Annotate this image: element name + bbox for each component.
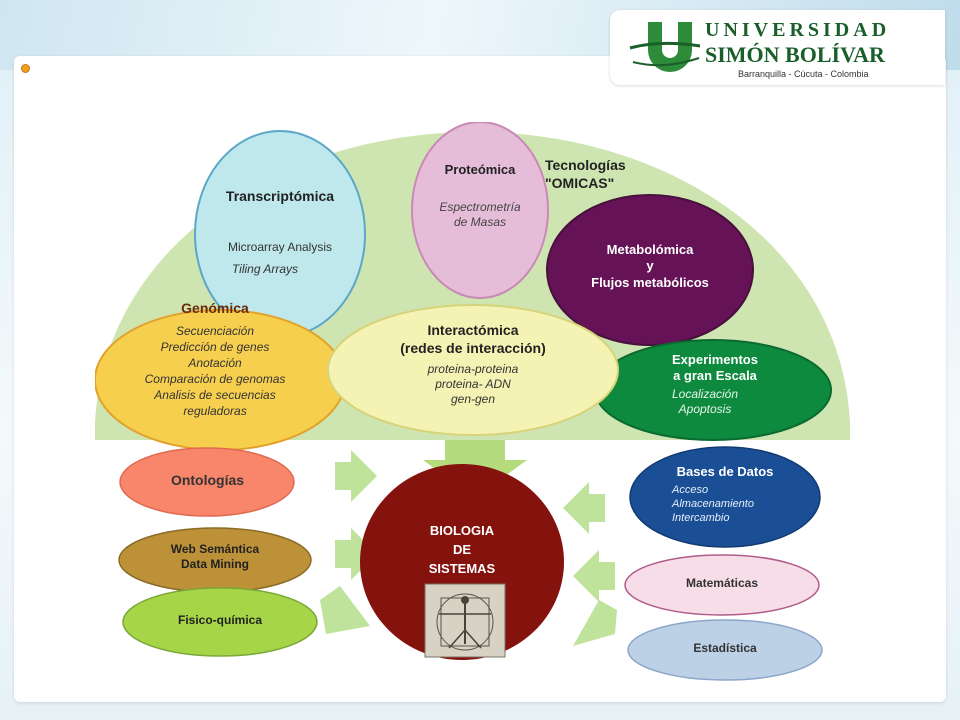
fisico-quimica-oval — [122, 587, 318, 657]
estadistica-label: Estadística — [693, 641, 757, 655]
biologia-oval — [360, 464, 564, 660]
logo-name-text: SIMÓN BOLÍVAR — [705, 42, 885, 67]
estadistica-oval — [627, 619, 823, 681]
biologia-sistemas-title: BIOLOGIA DE SISTEMAS — [428, 523, 496, 576]
arrow-diag-icon-1 — [320, 586, 370, 634]
arrow-right-icon-2 — [335, 528, 377, 580]
genomica-items: Secuenciación Predicción de genes Anotac… — [144, 324, 286, 418]
interactomica-title: Interactómica (redes de interacción) — [400, 322, 546, 356]
proteomica-oval — [411, 122, 549, 299]
ontologias-label: Ontologías — [170, 472, 245, 488]
omics-diagram: Tecnologías "OMICAS" Transcriptómica Mic… — [95, 122, 850, 687]
metabolomica-title: Metabolómica y Flujos metabólicos — [591, 242, 709, 290]
arrow-right-icon-1 — [335, 450, 377, 502]
matematicas-oval — [624, 554, 820, 616]
arrow-diag-icon-2 — [573, 600, 617, 646]
experimentos-title: Experimentos a gran Escala — [672, 352, 758, 384]
web-semantica-label: Web Semántica Data Mining — [170, 542, 260, 571]
experimentos-items: Localización Apoptosis — [671, 387, 739, 416]
fisico-quimica-label: Fisico-química — [177, 613, 263, 627]
matematicas-label: Matemáticas — [685, 576, 759, 590]
arrow-left-icon-1 — [563, 482, 605, 534]
bullet-dot — [21, 64, 30, 73]
arrow-left-icon-2 — [573, 550, 615, 602]
logo-location-text: Barranquilla - Cúcuta - Colombia — [738, 69, 869, 79]
bases-datos-oval — [629, 446, 821, 548]
transcriptomica-title: Transcriptómica — [225, 188, 335, 204]
genomica-title: Genómica — [181, 300, 249, 316]
proteomica-items: Espectrometría de Masas — [439, 200, 521, 229]
tecnologias-omicas-title: Tecnologías "OMICAS" — [545, 157, 626, 191]
proteomica-title: Proteómica — [444, 162, 516, 177]
ontologias-oval — [119, 447, 295, 517]
logo-university-text: UNIVERSIDAD — [705, 19, 891, 41]
bases-datos-items: Acceso Almacenamiento Intercambio — [672, 484, 754, 524]
metabolomica-oval — [546, 194, 754, 346]
university-logo: UNIVERSIDAD SIMÓN BOLÍVAR Barranquilla -… — [610, 10, 945, 85]
transcriptomica-item-2: Tiling Arrays — [231, 262, 299, 276]
interactomica-items: proteina-proteina proteina- ADN gen-gen — [427, 362, 519, 406]
diagram-shapes — [95, 122, 850, 681]
transcriptomica-item-1: Microarray Analysis — [227, 240, 333, 254]
bases-datos-title: Bases de Datos — [676, 464, 774, 479]
university-logo-icon — [629, 22, 701, 72]
interactomica-oval — [327, 304, 619, 436]
